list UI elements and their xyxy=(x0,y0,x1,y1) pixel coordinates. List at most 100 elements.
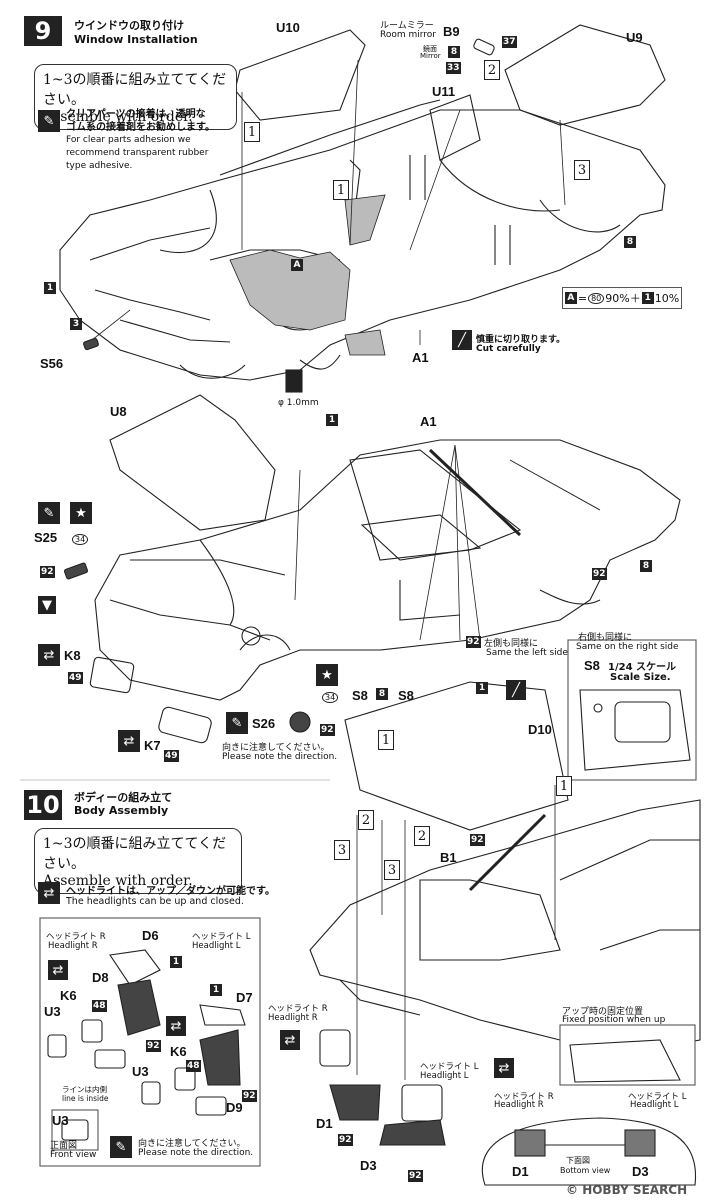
tag-3: 3 xyxy=(70,318,82,330)
label-S8-detail: S8 xyxy=(584,658,600,673)
body-step9-lower xyxy=(94,439,681,701)
mid-hl-r-en: Headlight R xyxy=(268,1013,318,1023)
label-S8-b: S8 xyxy=(398,688,414,703)
tag-92c: 92 xyxy=(466,636,481,648)
cut-icon: ╱ xyxy=(452,330,472,350)
fixed-jp: アップ時の固定位置 xyxy=(562,1007,644,1017)
part-K8 xyxy=(89,656,135,694)
orientation-icon: ⇄ xyxy=(38,644,60,666)
same-left-en: Same the left side xyxy=(486,648,568,658)
tag-49b: 49 xyxy=(164,750,179,762)
br-hl-r-en: Headlight R xyxy=(494,1100,544,1110)
adhesive-en-2: recommend transparent rubber xyxy=(66,148,209,158)
step-1-box-c: 1 xyxy=(378,730,394,750)
adhesive-note: クリアパーツの接着は、透明な ゴム系の接着剤をお勧めします。 For clear… xyxy=(66,108,215,173)
watermark-text: HOBBY SEARCH xyxy=(582,1183,688,1197)
hl-l-en: Headlight L xyxy=(192,941,241,951)
mid-hl-l-en: Headlight L xyxy=(420,1071,469,1081)
step-title-en: Window Installation xyxy=(74,33,198,46)
room-mirror xyxy=(473,38,495,56)
step-title-jp: ウインドウの取り付け xyxy=(74,19,184,32)
label-U3-b: U3 xyxy=(132,1064,149,1079)
adhesive-en-3: type adhesive. xyxy=(66,161,133,171)
mid-hl-l-jp: ヘッドライト L xyxy=(420,1062,479,1072)
same-right-en: Same on the right side xyxy=(576,642,679,652)
cut-jp: 慎重に切り取ります。 xyxy=(476,335,566,345)
label-K6-b: K6 xyxy=(170,1044,187,1059)
orientation-icon-3: ⇄ xyxy=(48,960,68,980)
step-number-10: 10 xyxy=(24,790,62,820)
tag-8c: 8 xyxy=(640,560,652,572)
orientation-icon-2: ⇄ xyxy=(118,730,140,752)
tag-1: 1 xyxy=(44,282,56,294)
tag-92i: 92 xyxy=(408,1170,423,1182)
wiper-B1 xyxy=(468,813,547,892)
headlight-note-en: The headlights can be up and closed. xyxy=(66,896,244,907)
label-D10: D10 xyxy=(528,722,552,737)
step-3-box: 3 xyxy=(574,160,590,180)
scale-en: Scale Size. xyxy=(610,672,671,683)
updown-icon: ⇄ xyxy=(38,882,60,904)
line-inside-en: line is inside xyxy=(62,1094,109,1103)
front-view-en: Front view xyxy=(50,1150,97,1160)
mix-80-pct: 90%＋ xyxy=(605,292,641,305)
direction-jp: 向きに注意してください。 xyxy=(222,743,330,753)
label-S56: S56 xyxy=(40,356,64,371)
updown-icon-3: ⇄ xyxy=(494,1058,514,1078)
tag-92d: 92 xyxy=(320,724,335,736)
tag-33: 33 xyxy=(446,62,461,74)
part-S56 xyxy=(83,337,99,351)
label-A1-top: A1 xyxy=(412,350,429,365)
step-2-box: 2 xyxy=(484,60,500,80)
adhesive-jp-2: ゴム系の接着剤をお勧めします。 xyxy=(66,122,215,133)
order-callout-10: 1~3の順番に組み立ててください。 Assemble with order. xyxy=(34,828,242,894)
mirror-jp: ルームミラー xyxy=(380,21,434,31)
cut-en: Cut carefully xyxy=(476,344,541,354)
br-hl-l-en: Headlight L xyxy=(630,1100,679,1110)
label-B9: B9 xyxy=(443,24,460,39)
orientation-icon-4: ⇄ xyxy=(166,1016,186,1036)
hl-l-jp: ヘッドライト L xyxy=(192,932,251,942)
color-mix-box: A = 80 90%＋ 1 10% xyxy=(562,287,682,309)
window-U9 xyxy=(504,24,666,126)
label-U3-a: U3 xyxy=(44,1004,61,1019)
label-U10: U10 xyxy=(276,20,300,35)
tag-1b: 1 xyxy=(326,414,338,426)
label-U9: U9 xyxy=(626,30,643,45)
br-hl-r-jp: ヘッドライト R xyxy=(494,1092,554,1102)
step-1-box-d: 1 xyxy=(556,776,572,796)
headlight-note-jp: ヘッドライトは、アップ／ダウンが可能です。 xyxy=(66,886,275,897)
adhesive-icon-3: ✎ xyxy=(226,712,248,734)
window-U8 xyxy=(109,394,276,531)
adhesive-icon-4: ✎ xyxy=(110,1136,132,1158)
step-2-box-c: 2 xyxy=(414,826,430,846)
watermark: © HOBBY SEARCH xyxy=(566,1183,687,1197)
step-3-box-b: 3 xyxy=(334,840,350,860)
step10-title-jp: ボディーの組み立て xyxy=(74,791,173,804)
mirror-face-jp: 鏡面 xyxy=(423,45,437,53)
direction10-jp: 向きに注意してください。 xyxy=(138,1139,246,1149)
step-3-box-c: 3 xyxy=(384,860,400,880)
label-K7: K7 xyxy=(144,738,161,753)
star-icon: ★ xyxy=(70,502,92,524)
tag-48a: 48 xyxy=(92,1000,107,1012)
same-left-jp: 左側も同様に xyxy=(484,639,539,649)
mix-A: A xyxy=(564,292,577,304)
headlight-assembly-L xyxy=(141,1004,246,1116)
label-U8: U8 xyxy=(110,404,127,419)
step-1-box-a: 1 xyxy=(244,122,260,142)
tag-92e: 92 xyxy=(470,834,485,846)
mirror-en: Room mirror xyxy=(380,30,437,40)
br-hl-l-jp: ヘッドライト L xyxy=(628,1092,687,1102)
step-1-box-b: 1 xyxy=(333,180,349,200)
direction10-en: Please note the direction. xyxy=(138,1148,254,1158)
label-K8: K8 xyxy=(64,648,81,663)
star-icon-2: ★ xyxy=(316,664,338,686)
part-K7 xyxy=(158,706,212,744)
bottom-jp: 下面図 xyxy=(566,1156,590,1165)
order10-jp: 1~3の順番に組み立ててください。 xyxy=(43,836,227,872)
shading-A xyxy=(229,194,386,356)
label-S25: S25 xyxy=(34,530,58,545)
tag-37: 37 xyxy=(502,36,517,48)
